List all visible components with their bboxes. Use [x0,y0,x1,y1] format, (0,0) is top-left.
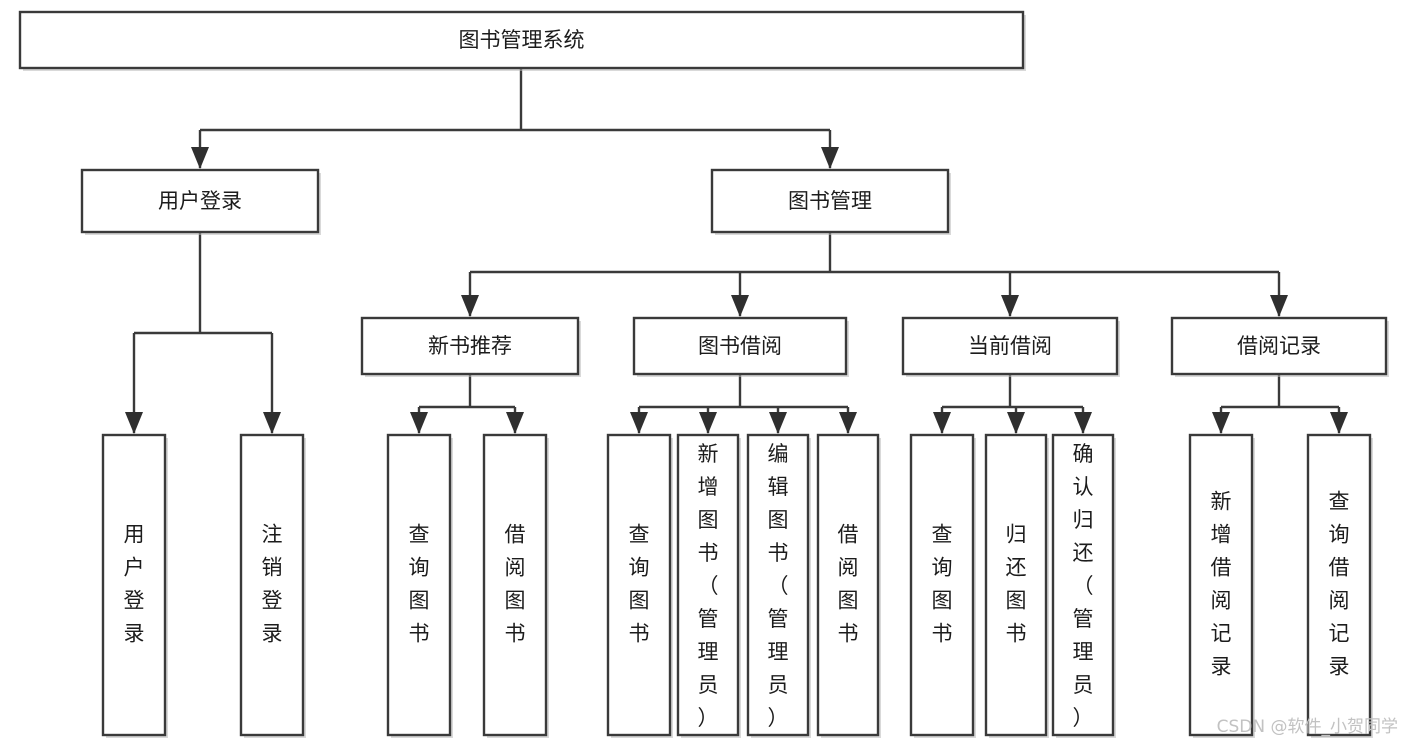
node-leaf-leaf-borrow-book-2[interactable]: 借阅图书 [816,433,881,738]
node-label: 查询图书 [629,523,650,646]
node-leaf-leaf-add-book[interactable]: 新增图书（管理员） [676,433,741,738]
arrow-head-icon [630,412,648,434]
node-leaf-leaf-logout[interactable]: 注销登录 [239,433,306,738]
node-label: 图书管理系统 [459,28,585,52]
node-border [1188,433,1254,737]
node-leaf-leaf-edit-book[interactable]: 编辑图书（管理员） [746,433,811,738]
connector-layer [125,68,1348,434]
node-label: 当前借阅 [968,334,1052,358]
node-label: 借阅图书 [838,523,859,646]
arrow-head-icon [1330,412,1348,434]
node-leaf-leaf-query-book-1[interactable]: 查询图书 [386,433,453,738]
arrow-head-icon [506,412,524,434]
node-level1-book-manage[interactable]: 图书管理 [710,168,951,235]
node-label: 编辑图书（管理员） [768,442,789,730]
node-leaf-leaf-borrow-book-1[interactable]: 借阅图书 [482,433,549,738]
arrow-head-icon [933,412,951,434]
node-border [18,10,1025,70]
arrow-head-icon [1212,412,1230,434]
node-leaf-leaf-confirm-return[interactable]: 确认归还（管理员） [1051,433,1116,738]
node-border [239,433,305,737]
node-border [909,433,975,737]
node-border [101,433,167,737]
node-border [606,433,672,737]
arrow-head-icon [1007,412,1025,434]
node-label: 新增借阅记录 [1211,490,1232,679]
node-label: 新增图书（管理员） [698,442,719,730]
node-border [80,168,320,234]
node-label: 图书管理 [788,189,872,213]
arrow-head-icon [125,412,143,434]
arrow-head-icon [461,295,479,317]
node-label: 确认归还（管理员） [1073,442,1094,730]
node-label: 用户登录 [124,523,145,646]
node-border [360,316,580,376]
node-level1-user-login[interactable]: 用户登录 [80,168,321,235]
arrow-head-icon [1270,295,1288,317]
node-border [482,433,548,737]
arrow-head-icon [699,412,717,434]
node-border [1306,433,1372,737]
arrow-head-icon [731,295,749,317]
node-level2-borrow-record[interactable]: 借阅记录 [1170,316,1389,377]
node-label: 用户登录 [158,189,242,213]
node-border [676,433,740,737]
node-level2-new-book-recommend[interactable]: 新书推荐 [360,316,581,377]
arrow-head-icon [410,412,428,434]
arrow-head-icon [769,412,787,434]
node-label: 归还图书 [1006,523,1027,646]
node-label: 查询图书 [932,523,953,646]
watermark-label: CSDN @软件_小贺同学 [1217,717,1398,737]
node-level2-current-borrow[interactable]: 当前借阅 [901,316,1120,377]
node-border [632,316,848,376]
node-label: 注销登录 [262,523,283,646]
node-border [901,316,1119,376]
node-layer: 图书管理系统用户登录图书管理新书推荐图书借阅当前借阅借阅记录用户登录注销登录查询… [18,10,1389,738]
node-label: 查询借阅记录 [1329,490,1350,679]
node-label: 图书借阅 [698,334,782,358]
node-label: 借阅记录 [1237,334,1321,358]
node-border [1051,433,1115,737]
arrow-head-icon [263,412,281,434]
node-leaf-leaf-query-book-2[interactable]: 查询图书 [606,433,673,738]
node-border [1170,316,1388,376]
arrow-head-icon [839,412,857,434]
arrow-head-icon [191,147,209,169]
arrow-head-icon [821,147,839,169]
arrow-head-icon [1001,295,1019,317]
node-border [746,433,810,737]
node-border [710,168,950,234]
node-leaf-leaf-return-book[interactable]: 归还图书 [984,433,1049,738]
node-label: 新书推荐 [428,334,512,358]
node-leaf-leaf-add-record[interactable]: 新增借阅记录 [1188,433,1255,738]
node-border [984,433,1048,737]
node-label: 查询图书 [409,523,430,646]
node-level2-book-borrow[interactable]: 图书借阅 [632,316,849,377]
node-leaf-leaf-query-book-3[interactable]: 查询图书 [909,433,976,738]
node-leaf-leaf-query-record[interactable]: 查询借阅记录 [1306,433,1373,738]
node-label: 借阅图书 [505,523,526,646]
arrow-head-icon [1074,412,1092,434]
node-root-system-title[interactable]: 图书管理系统 [18,10,1026,71]
node-leaf-leaf-user-login[interactable]: 用户登录 [101,433,168,738]
node-border [816,433,880,737]
node-border [386,433,452,737]
